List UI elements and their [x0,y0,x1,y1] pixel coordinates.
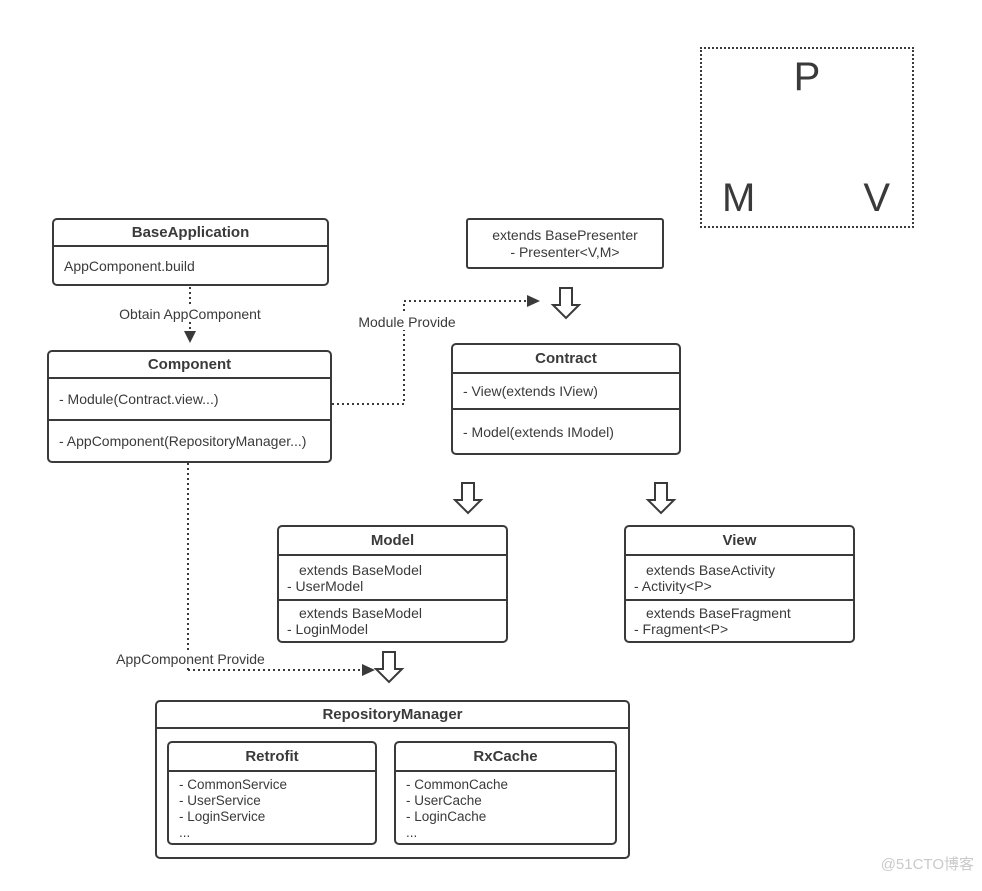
rxcache-box: RxCache - CommonCache - UserCache - Logi… [394,741,617,845]
view-row1-extends: extends BaseActivity [646,561,776,578]
base-application-row: AppComponent.build [64,257,195,274]
module-provide-arrowhead [527,295,540,307]
contract-to-view-arrow [647,482,675,514]
base-application-box: BaseApplication AppComponent.build [52,218,329,286]
component-row-module: - Module(Contract.view...) [49,379,330,421]
contract-row-model: - Model(extends IModel) [463,423,614,440]
base-application-title: BaseApplication [54,220,327,247]
presenter-line-2: - Presenter<V,M> [510,243,620,260]
model-title: Model [279,527,506,556]
model-box: Model extends BaseModel - UserModel exte… [277,525,508,643]
presenter-line-1: extends BasePresenter [492,226,638,243]
contract-box: Contract - View(extends IView) - Model(e… [451,343,681,455]
presenter-box: extends BasePresenter - Presenter<V,M> [466,218,664,269]
view-box: View extends BaseActivity - Activity<P> … [624,525,855,643]
retrofit-box: Retrofit - CommonService - UserService -… [167,741,377,845]
module-provide-label: Module Provide [332,314,482,330]
repository-manager-title: RepositoryManager [157,702,628,729]
retrofit-item: - LoginService [179,809,266,824]
obtain-appcomponent-label: Obtain AppComponent [106,306,274,322]
appcomponent-provide-arrowhead [362,664,375,676]
rxcache-item: - LoginCache [406,809,487,824]
view-row1-name: - Activity<P> [634,577,712,594]
presenter-letter: P [793,55,821,99]
to-repositorymanager-arrow [375,651,403,683]
retrofit-items: - CommonService - UserService - LoginSer… [169,772,375,841]
contract-title: Contract [453,345,679,374]
model-row1-extends: extends BaseModel [299,561,422,578]
contract-row-view: - View(extends IView) [453,374,679,410]
obtain-appcomponent-arrowhead [184,331,196,343]
view-letter: V [863,176,890,220]
component-title: Component [49,352,330,379]
component-row-appcomponent: - AppComponent(RepositoryManager...) [59,433,307,449]
model-letter: M [722,176,756,220]
mvp-legend-box: P M V [700,47,914,228]
model-row-loginmodel: extends BaseModel - LoginModel [279,601,506,641]
rxcache-item: ... [406,825,418,840]
retrofit-item: - CommonService [179,777,288,792]
view-row2-extends: extends BaseFragment [646,605,791,621]
rxcache-item: - UserCache [406,793,482,808]
view-title: View [626,527,853,556]
retrofit-title: Retrofit [169,743,375,772]
presenter-to-contract-arrow [552,287,580,319]
appcomponent-provide-label: AppComponent Provide [113,651,268,667]
model-row-usermodel: extends BaseModel - UserModel [279,556,506,601]
rxcache-title: RxCache [396,743,615,772]
view-row-fragment: extends BaseFragment - Fragment<P> [626,601,853,641]
contract-to-model-arrow [454,482,482,514]
view-row2-name: - Fragment<P> [634,621,729,637]
model-row2-name: - LoginModel [287,621,368,637]
model-row1-name: - UserModel [287,577,364,594]
rxcache-items: - CommonCache - UserCache - LoginCache .… [396,772,615,841]
retrofit-item: - UserService [179,793,261,808]
component-box: Component - Module(Contract.view...) - A… [47,350,332,463]
watermark: @51CTO博客 [880,856,974,873]
retrofit-item: ... [179,825,191,840]
model-row2-extends: extends BaseModel [299,605,422,621]
module-provide-connector [332,300,527,405]
rxcache-item: - CommonCache [406,777,509,792]
view-row-activity: extends BaseActivity - Activity<P> [626,556,853,601]
